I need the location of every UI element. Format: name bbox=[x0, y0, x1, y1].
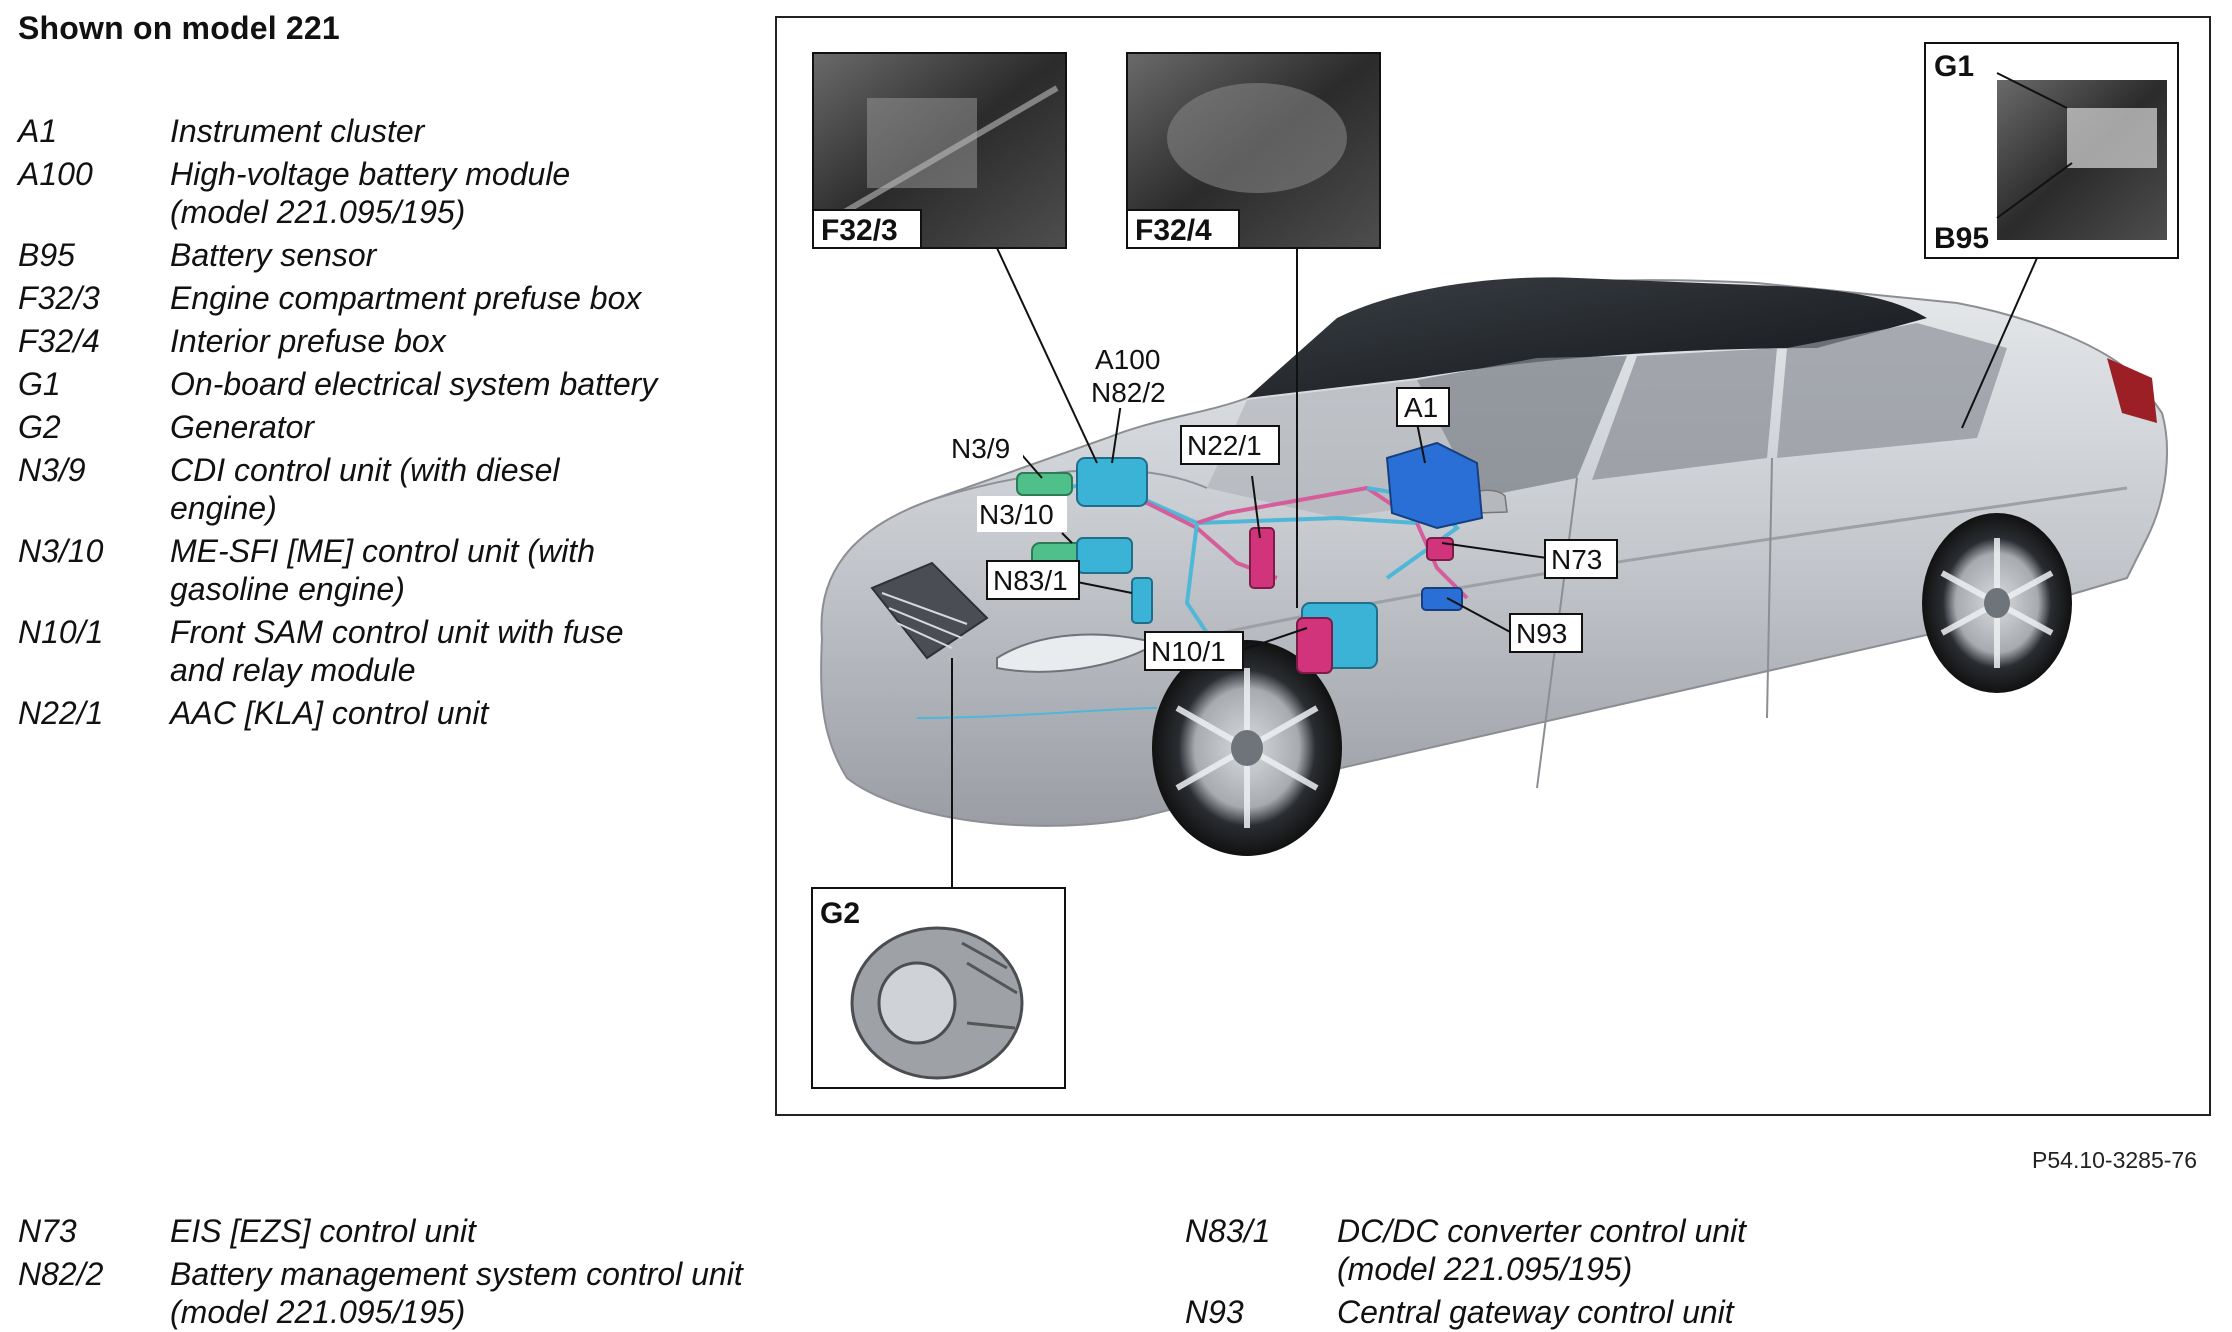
legend-description: Front SAM control unit with fuse bbox=[170, 614, 624, 650]
legend-description: engine) bbox=[170, 490, 277, 526]
legend-description: and relay module bbox=[170, 652, 416, 688]
callout-f32-3: F32/3 bbox=[821, 214, 898, 247]
legend-code: N73 bbox=[18, 1213, 77, 1249]
legend-code: B95 bbox=[18, 237, 75, 273]
page-heading: Shown on model 221 bbox=[18, 10, 340, 46]
callout-a100: A100 bbox=[1095, 344, 1160, 375]
legend-description: gasoline engine) bbox=[170, 571, 405, 607]
callout-n22-1: N22/1 bbox=[1187, 430, 1262, 461]
legend-description: Interior prefuse box bbox=[170, 323, 446, 359]
legend-description: (model 221.095/195) bbox=[1337, 1251, 1633, 1287]
component-location-figure: F32/3 F32/4 G1 B95 G2 bbox=[775, 16, 2211, 1116]
legend-code: F32/3 bbox=[18, 280, 100, 316]
legend-description: Instrument cluster bbox=[170, 113, 425, 149]
legend-description: Engine compartment prefuse box bbox=[170, 280, 642, 316]
callout-f32-4: F32/4 bbox=[1135, 214, 1212, 247]
legend-description: High-voltage battery module bbox=[170, 156, 571, 192]
legend-code: G1 bbox=[18, 366, 61, 402]
control-modules bbox=[1016, 441, 1484, 674]
inset-g1-b95: G1 B95 bbox=[1924, 42, 2179, 259]
legend-description: ME-SFI [ME] control unit (with bbox=[170, 533, 595, 569]
legend-description: (model 221.095/195) bbox=[170, 1294, 466, 1330]
legend-description: Generator bbox=[170, 409, 315, 445]
callout-n73: N73 bbox=[1551, 544, 1602, 575]
legend-description: DC/DC converter control unit bbox=[1337, 1213, 1747, 1249]
callout-n93: N93 bbox=[1516, 618, 1567, 649]
legend-description: (model 221.095/195) bbox=[170, 194, 466, 230]
callout-g2: G2 bbox=[820, 897, 860, 930]
callout-a1: A1 bbox=[1404, 392, 1438, 423]
legend-description: On-board electrical system battery bbox=[170, 366, 658, 402]
car-diagram: F32/3 F32/4 G1 B95 G2 bbox=[811, 42, 2179, 1089]
inset-g2: G2 bbox=[811, 887, 1066, 1089]
legend-code: N93 bbox=[1185, 1294, 1244, 1330]
inset-f32-4: F32/4 bbox=[1126, 52, 1381, 249]
legend-code: N82/2 bbox=[18, 1256, 104, 1292]
legend-code: N3/9 bbox=[18, 452, 86, 488]
legend-description: Battery management system control unit bbox=[170, 1256, 743, 1292]
callout-g1: G1 bbox=[1934, 50, 1974, 83]
callout-n3-9: N3/9 bbox=[951, 433, 1010, 464]
callout-labels: A100 N82/2 N3/9 N22/1 A1 N3/10 N83/1 N73… bbox=[947, 338, 1618, 671]
inset-f32-3: F32/3 bbox=[812, 52, 1067, 249]
car-illustration bbox=[820, 277, 2168, 856]
legend-code: F32/4 bbox=[18, 323, 100, 359]
legend-code: N83/1 bbox=[1185, 1213, 1271, 1249]
callout-b95: B95 bbox=[1934, 222, 1989, 255]
legend-code: N10/1 bbox=[18, 614, 104, 650]
legend-code: A100 bbox=[18, 156, 93, 192]
legend-description: CDI control unit (with diesel bbox=[170, 452, 560, 488]
legend-code: N3/10 bbox=[18, 533, 104, 569]
legend-description: AAC [KLA] control unit bbox=[170, 695, 489, 731]
callout-n83-1: N83/1 bbox=[993, 565, 1068, 596]
legend-code: G2 bbox=[18, 409, 61, 445]
callout-n3-10: N3/10 bbox=[979, 499, 1054, 530]
legend-description: Central gateway control unit bbox=[1337, 1294, 1734, 1330]
callout-n10-1: N10/1 bbox=[1151, 636, 1226, 667]
legend-description: Battery sensor bbox=[170, 237, 377, 273]
figure-id: P54.10-3285-76 bbox=[2032, 1147, 2197, 1173]
callout-n82-2: N82/2 bbox=[1091, 377, 1166, 408]
legend-description: EIS [EZS] control unit bbox=[170, 1213, 476, 1249]
legend-code: A1 bbox=[18, 113, 58, 149]
legend-bottom-right: N83/1 DC/DC converter control unit(model … bbox=[1185, 0, 2185, 1332]
legend-code: N22/1 bbox=[18, 695, 104, 731]
